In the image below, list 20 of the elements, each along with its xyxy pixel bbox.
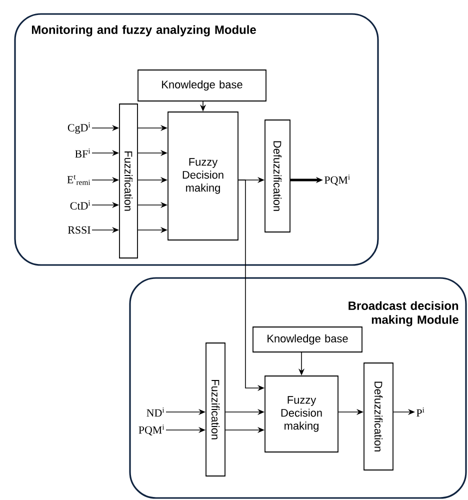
- module-panel: [14, 13, 379, 266]
- process-box: Fuzzy Decision making: [264, 376, 338, 452]
- input-label: CgD$^{i}$: [68, 122, 90, 134]
- process-box: Knowledge base: [138, 70, 266, 102]
- input-label: RSSI: [68, 226, 90, 234]
- process-box: Fuzzification: [206, 342, 226, 476]
- process-box: Fuzzification: [119, 104, 138, 258]
- module-panel: [129, 277, 467, 499]
- input-label: CtD$^{i}$: [70, 200, 90, 210]
- input-label: PQM$^{i}$: [138, 424, 164, 436]
- process-box: Defuzzification: [364, 362, 394, 470]
- module-title: Broadcast decision making Module: [348, 301, 458, 326]
- output-label: P$^{i}$: [416, 407, 424, 416]
- process-box: Defuzzification: [264, 120, 290, 232]
- input-label: ND$^{i}$: [146, 407, 164, 417]
- process-box: Fuzzy Decision making: [168, 112, 238, 240]
- process-box: Knowledge base: [252, 326, 362, 352]
- output-label: PQM$^{i}$: [324, 174, 350, 186]
- input-label: BF$^{i}$: [75, 148, 90, 158]
- module-title: Monitoring and fuzzy analyzing Module: [32, 25, 256, 36]
